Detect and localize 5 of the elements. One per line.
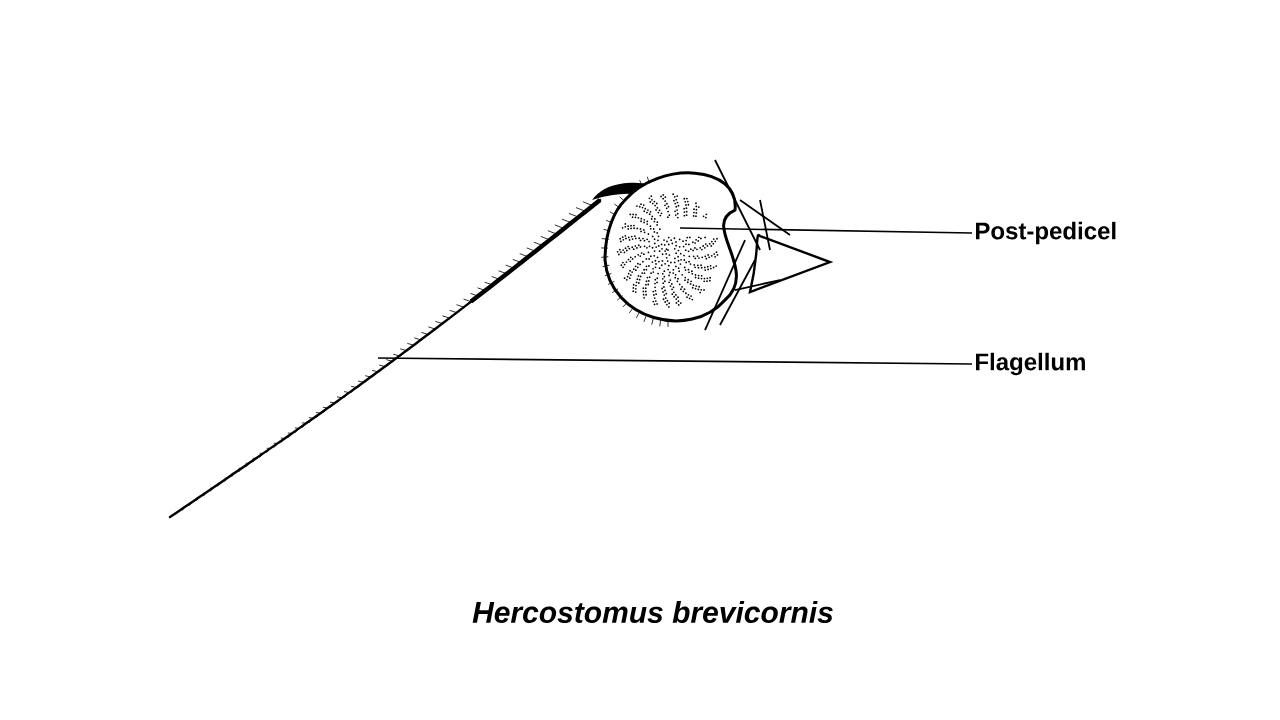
part-label: Flagellum — [976, 352, 1085, 376]
part-label: Post-pedicel — [976, 221, 1116, 245]
leader-line — [679, 227, 973, 234]
leader-line — [377, 357, 973, 365]
caption: Hercostomus brevicornis — [472, 601, 833, 623]
